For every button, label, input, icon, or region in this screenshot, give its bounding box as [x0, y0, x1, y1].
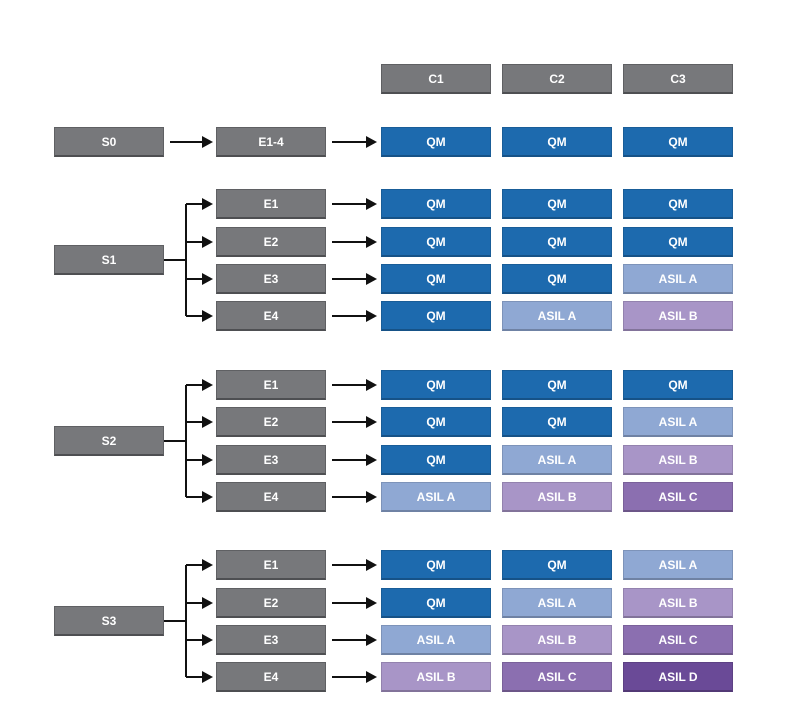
column-header-c3: C3 [623, 64, 733, 94]
column-header-c2: C2 [502, 64, 612, 94]
level-cell-s1-e1-c2: QM [502, 189, 612, 219]
severity-box-s3: S3 [54, 606, 164, 636]
exposure-box-s3-e2: E2 [216, 588, 326, 618]
level-cell-s2-e2-c2: QM [502, 407, 612, 437]
exposure-box-s0-e1-4: E1-4 [216, 127, 326, 157]
level-cell-s0-e1-4-c2: QM [502, 127, 612, 157]
exposure-box-s3-e4: E4 [216, 662, 326, 692]
arrow-s2-e2-to-levels-head [366, 416, 377, 428]
level-cell-s1-e4-c2: ASIL A [502, 301, 612, 331]
level-cell-s2-e2-c3: ASIL A [623, 407, 733, 437]
level-cell-s1-e2-c2: QM [502, 227, 612, 257]
level-cell-s3-e4-c2: ASIL C [502, 662, 612, 692]
level-cell-s1-e4-c3: ASIL B [623, 301, 733, 331]
arrow-s1-to-e4-head [202, 310, 213, 322]
level-cell-s1-e3-c2: QM [502, 264, 612, 294]
arrow-s3-to-e3-head [202, 634, 213, 646]
arrow-s2-e1-to-levels-head [366, 379, 377, 391]
arrow-s3-to-e1-head [202, 559, 213, 571]
level-cell-s2-e3-c2: ASIL A [502, 445, 612, 475]
exposure-box-s2-e2: E2 [216, 407, 326, 437]
severity-box-s2: S2 [54, 426, 164, 456]
level-cell-s3-e2-c3: ASIL B [623, 588, 733, 618]
exposure-box-s1-e4: E4 [216, 301, 326, 331]
exposure-box-s1-e3: E3 [216, 264, 326, 294]
exposure-box-s3-e3: E3 [216, 625, 326, 655]
level-cell-s0-e1-4-c1: QM [381, 127, 491, 157]
level-cell-s2-e4-c2: ASIL B [502, 482, 612, 512]
level-cell-s3-e3-c3: ASIL C [623, 625, 733, 655]
arrow-s1-e3-to-levels-head [366, 273, 377, 285]
severity-box-s1: S1 [54, 245, 164, 275]
level-cell-s3-e4-c3: ASIL D [623, 662, 733, 692]
level-cell-s2-e4-c3: ASIL C [623, 482, 733, 512]
arrow-s0-e1-4-to-levels-head [366, 136, 377, 148]
exposure-box-s2-e3: E3 [216, 445, 326, 475]
level-cell-s2-e3-c3: ASIL B [623, 445, 733, 475]
level-cell-s2-e3-c1: QM [381, 445, 491, 475]
arrow-s2-to-e2-head [202, 416, 213, 428]
exposure-box-s2-e4: E4 [216, 482, 326, 512]
arrow-s1-to-e2-head [202, 236, 213, 248]
level-cell-s3-e1-c3: ASIL A [623, 550, 733, 580]
arrow-s3-e2-to-levels-head [366, 597, 377, 609]
arrow-s1-e1-to-levels-head [366, 198, 377, 210]
level-cell-s1-e4-c1: QM [381, 301, 491, 331]
level-cell-s3-e1-c2: QM [502, 550, 612, 580]
level-cell-s2-e1-c1: QM [381, 370, 491, 400]
arrow-s2-e4-to-levels-head [366, 491, 377, 503]
exposure-box-s2-e1: E1 [216, 370, 326, 400]
level-cell-s2-e1-c3: QM [623, 370, 733, 400]
exposure-box-s3-e1: E1 [216, 550, 326, 580]
level-cell-s3-e2-c2: ASIL A [502, 588, 612, 618]
column-header-c1: C1 [381, 64, 491, 94]
level-cell-s2-e2-c1: QM [381, 407, 491, 437]
level-cell-s1-e1-c3: QM [623, 189, 733, 219]
level-cell-s1-e2-c3: QM [623, 227, 733, 257]
arrow-s0-to-exposure-head [202, 136, 213, 148]
arrow-s1-e4-to-levels-head [366, 310, 377, 322]
level-cell-s1-e1-c1: QM [381, 189, 491, 219]
arrow-s1-e2-to-levels-head [366, 236, 377, 248]
arrow-s3-e3-to-levels-head [366, 634, 377, 646]
level-cell-s3-e3-c2: ASIL B [502, 625, 612, 655]
exposure-box-s1-e2: E2 [216, 227, 326, 257]
arrow-s3-to-e2-head [202, 597, 213, 609]
arrow-s2-to-e1-head [202, 379, 213, 391]
arrow-s2-to-e3-head [202, 454, 213, 466]
level-cell-s1-e3-c1: QM [381, 264, 491, 294]
level-cell-s3-e1-c1: QM [381, 550, 491, 580]
arrow-s3-to-e4-head [202, 671, 213, 683]
severity-box-s0: S0 [54, 127, 164, 157]
arrow-s2-to-e4-head [202, 491, 213, 503]
level-cell-s3-e3-c1: ASIL A [381, 625, 491, 655]
level-cell-s2-e1-c2: QM [502, 370, 612, 400]
arrow-s3-e4-to-levels-head [366, 671, 377, 683]
arrow-s2-e3-to-levels-head [366, 454, 377, 466]
arrow-s1-to-e3-head [202, 273, 213, 285]
arrow-s3-e1-to-levels-head [366, 559, 377, 571]
level-cell-s3-e4-c1: ASIL B [381, 662, 491, 692]
level-cell-s1-e2-c1: QM [381, 227, 491, 257]
level-cell-s3-e2-c1: QM [381, 588, 491, 618]
level-cell-s2-e4-c1: ASIL A [381, 482, 491, 512]
level-cell-s1-e3-c3: ASIL A [623, 264, 733, 294]
exposure-box-s1-e1: E1 [216, 189, 326, 219]
arrow-s1-to-e1-head [202, 198, 213, 210]
level-cell-s0-e1-4-c3: QM [623, 127, 733, 157]
